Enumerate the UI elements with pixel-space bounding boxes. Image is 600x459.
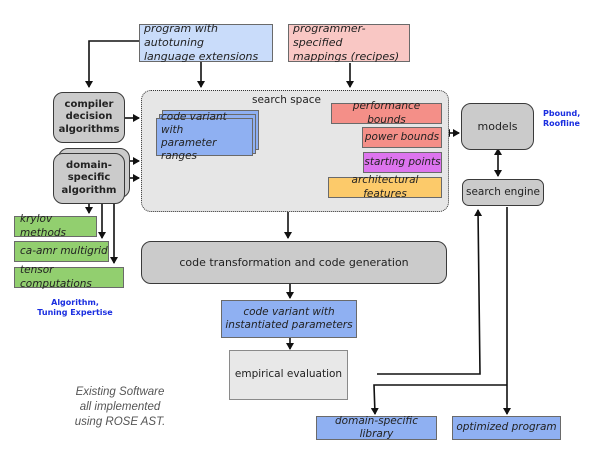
arrow-to-library (370, 384, 507, 415)
models-note-line2: Roofline (543, 118, 580, 128)
program-input-box: program with autotuning language extensi… (139, 22, 273, 63)
evaluation-label: empirical evaluation (234, 368, 343, 381)
program-input-line1: program with autotuning (144, 22, 219, 50)
optimized-label: optimized program (456, 421, 557, 434)
performance-bounds-box: performance bounds (331, 100, 442, 126)
code-variant-parameter-ranges-box: code variant with parameter ranges (156, 111, 253, 162)
power-bounds-box: power bounds (362, 127, 442, 148)
models-label: models (477, 119, 518, 133)
method-label: krylov methods (20, 213, 67, 239)
method-krylov: krylov methods (14, 213, 97, 239)
starting-points-box: starting points (363, 152, 442, 173)
method-label: ca-amr multigrid (20, 244, 108, 257)
note-line1: Algorithm, (51, 298, 99, 308)
method-multigrid: ca-amr multigrid (14, 241, 109, 262)
footnote-line3: using ROSE AST. (74, 415, 166, 428)
search-space-title: search space (252, 94, 322, 106)
footnote-line1: Existing Software (75, 386, 165, 398)
footnote-line2: all implemented (79, 400, 161, 413)
variant-line1: code variant with (161, 110, 227, 136)
code-variant-instantiated-box: code variant with instantiated parameter… (221, 300, 357, 338)
models-note: Pbound, Roofline (543, 109, 580, 128)
domain-specific-library-box: domain-specific library (316, 414, 437, 440)
compiler-line1: compiler (64, 98, 114, 110)
item-label: power bounds (364, 130, 440, 143)
method-label: tensor computations (20, 264, 92, 290)
note-line2: Tuning Expertise (37, 308, 113, 317)
existing-software-note: Existing Software all implemented using … (50, 385, 190, 430)
recipes-input-box: programmer-specified mappings (recipes) (288, 22, 410, 63)
library-label: domain-specific library (335, 414, 418, 440)
recipes-input-line2: mappings (recipes) (293, 49, 400, 63)
algorithm-expertise-note: Algorithm, Tuning Expertise (30, 297, 120, 319)
instantiated-line2: instantiated parameters (225, 319, 353, 331)
compiler-line2: decision (65, 111, 113, 123)
code-transformation-box: code transformation and code generation (141, 241, 447, 284)
models-note-line1: Pbound, (543, 109, 581, 118)
arrow-evaluation-to-search-engine (377, 209, 483, 375)
variant-line2: parameter ranges (161, 137, 217, 163)
compiler-decision-algorithms-box: compiler decision algorithms (53, 92, 125, 143)
item-label: performance bounds (352, 100, 421, 126)
item-label: architectural features (351, 174, 419, 200)
optimized-program-box: optimized program (452, 416, 561, 440)
models-box: models (461, 103, 534, 150)
search-engine-box: search engine (462, 179, 544, 206)
architectural-features-box: architectural features (328, 174, 442, 200)
empirical-evaluation-box: empirical evaluation (229, 350, 348, 400)
compiler-line3: algorithms (58, 123, 120, 135)
domain-line1: domain- (66, 159, 112, 171)
search-engine-label: search engine (465, 185, 541, 198)
instantiated-line1: code variant with (243, 305, 335, 318)
arrow-program-to-compiler (85, 40, 139, 88)
item-label: starting points (364, 155, 441, 168)
method-tensor: tensor computations (14, 264, 124, 290)
program-input-line2: language extensions (144, 49, 259, 63)
transform-label: code transformation and code generation (179, 255, 409, 269)
domain-line2: specific (67, 172, 111, 184)
recipes-input-line1: programmer-specified (293, 22, 366, 50)
domain-specific-algorithm-box: domain- specific algorithm (53, 153, 125, 204)
domain-line3: algorithm (61, 184, 117, 196)
